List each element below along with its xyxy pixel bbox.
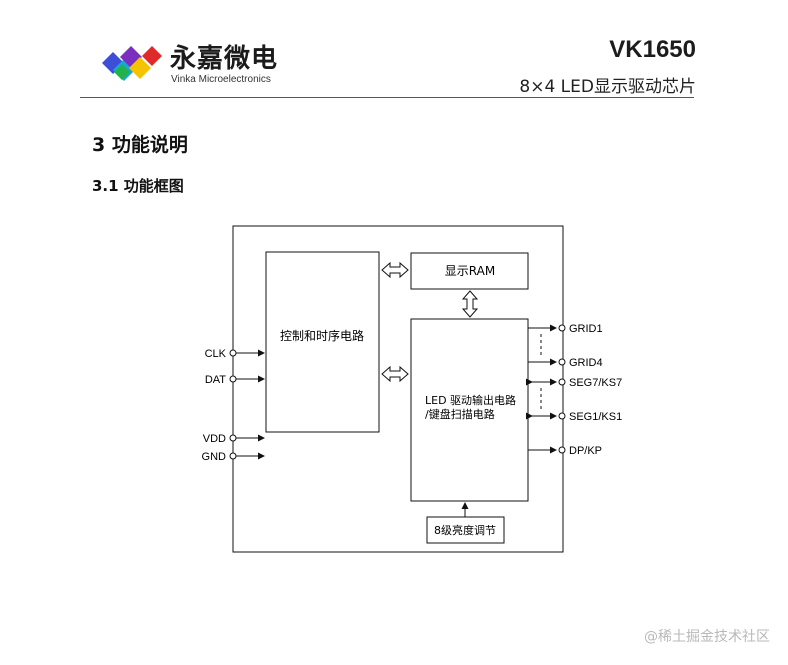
- pin-seg7-ks7: SEG7/KS7: [526, 377, 622, 389]
- chip-boundary: [232, 225, 564, 553]
- pin-clk-label: CLK: [205, 348, 227, 360]
- display-ram-block: [410, 252, 529, 290]
- pin-dat-label: DAT: [205, 374, 226, 386]
- pin-grid4-label: GRID4: [569, 357, 603, 369]
- brand-name-cn: 永嘉微电: [170, 44, 279, 74]
- chip-subtitle: 8×4 LED显示驱动芯片: [519, 77, 696, 97]
- vinka-logo-icon: [102, 46, 162, 81]
- brightness-block: [426, 516, 505, 544]
- watermark-text: @稀土掘金技术社区: [644, 629, 770, 645]
- control-led-double-arrow: [381, 365, 409, 383]
- pin-grid1-label: GRID1: [569, 323, 603, 335]
- pin-dp-kp: DP/KP: [528, 445, 602, 457]
- pin-seg7-label: SEG7/KS7: [569, 377, 622, 389]
- pin-vdd: VDD: [203, 433, 265, 445]
- chip-model: VK1650: [609, 36, 696, 63]
- pin-grid1: GRID1: [528, 323, 603, 335]
- pin-clk: CLK: [205, 348, 265, 360]
- control-timing-block: [265, 251, 380, 433]
- pin-seg1-label: SEG1/KS1: [569, 411, 622, 423]
- section-heading: 3 功能说明: [92, 134, 188, 156]
- subsection-heading: 3.1 功能框图: [92, 177, 184, 195]
- header-divider: [80, 97, 694, 98]
- pin-grid4: GRID4: [528, 357, 603, 369]
- brightness-label: 8级亮度调节: [434, 523, 496, 537]
- pin-gnd: GND: [202, 451, 265, 463]
- pin-gnd-label: GND: [202, 451, 227, 463]
- led-driver-label-1: LED 驱动输出电路: [425, 393, 516, 407]
- pin-dp-kp-label: DP/KP: [569, 445, 602, 457]
- control-ram-double-arrow: [381, 261, 409, 279]
- led-driver-label-2: /键盘扫描电路: [425, 407, 495, 421]
- control-timing-label: 控制和时序电路: [280, 328, 364, 343]
- ram-led-double-arrow: [461, 290, 479, 318]
- pin-vdd-label: VDD: [203, 433, 226, 445]
- led-driver-block: [410, 318, 529, 502]
- pin-dat: DAT: [205, 374, 265, 386]
- display-ram-label: 显示RAM: [445, 264, 495, 278]
- brand-name-en: Vinka Microelectronics: [171, 74, 271, 85]
- pin-seg1-ks1: SEG1/KS1: [526, 411, 622, 423]
